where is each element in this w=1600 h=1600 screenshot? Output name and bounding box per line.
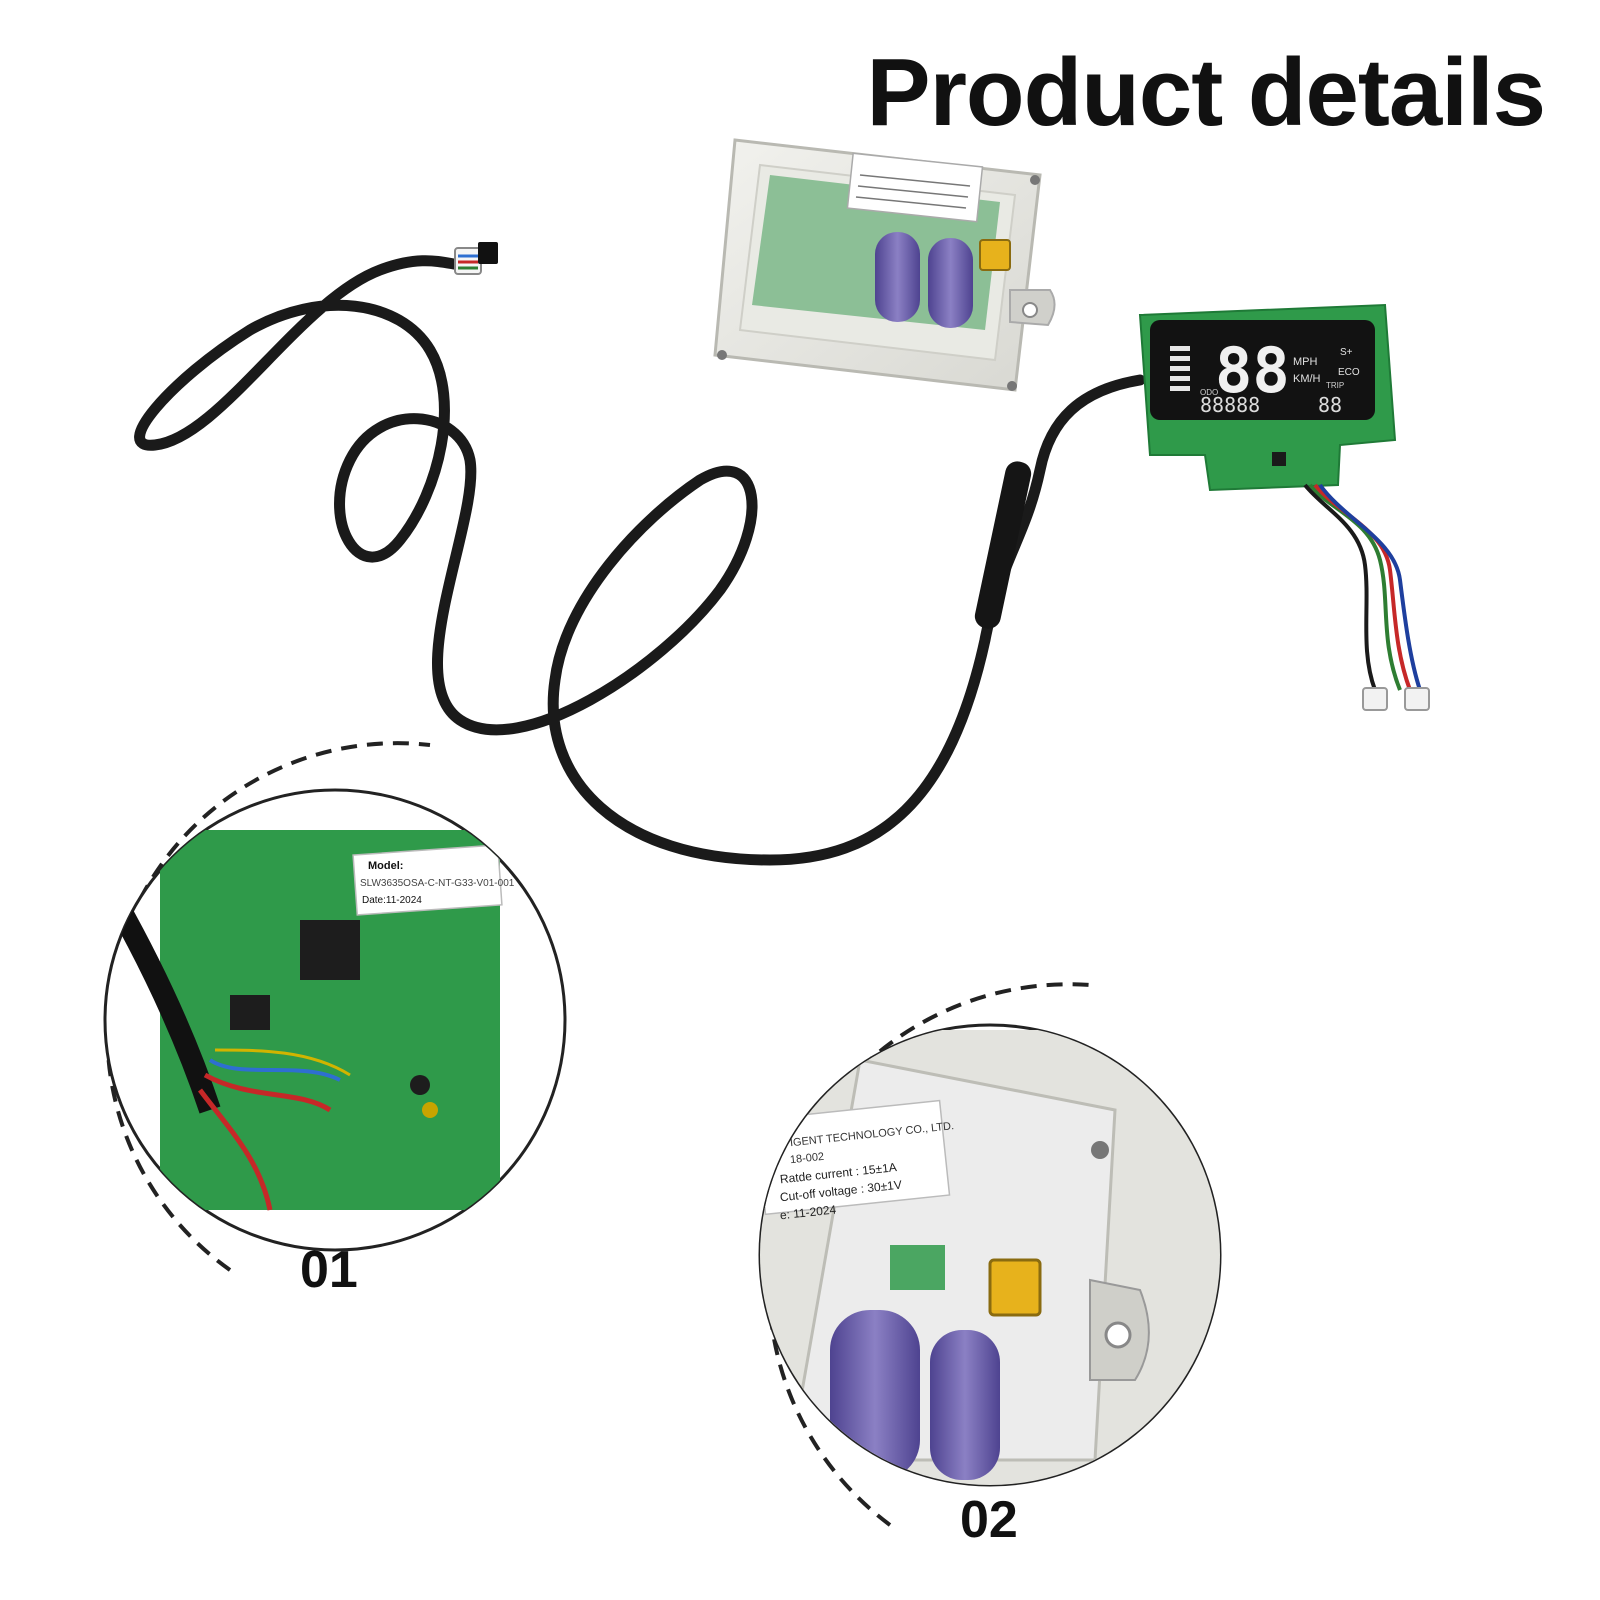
display-trip-label: TRIP [1326, 381, 1344, 390]
display-trip-value: 88 [1318, 393, 1342, 417]
display-odo-label: ODO [1200, 388, 1218, 397]
callout-02-number: 02 [960, 1491, 1018, 1549]
callout-01: Model: SLW3635OSA-C-NT-G33-V01-001 Date:… [103, 741, 567, 1272]
callout-02-line2: 18-002 [789, 1151, 824, 1167]
display-unit-kmh: KM/H [1293, 373, 1321, 385]
callout-02: IGENT TECHNOLOGY CO., LTD. 18-002 Ratde … [758, 982, 1222, 1527]
page-title: Product details [866, 39, 1546, 146]
display-module: 88 MPH KM/H ECO S+ ODO 88888 TRIP 88 [1138, 303, 1430, 711]
display-odo-value: 88888 [1200, 393, 1260, 417]
cable-joint [974, 461, 1032, 629]
display-unit-mph: MPH [1293, 356, 1318, 368]
callout-01-number: 01 [300, 1241, 358, 1299]
display-mode-s: S+ [1340, 347, 1353, 358]
controller-box [713, 138, 1056, 392]
cable [134, 255, 1146, 866]
cable-connector-left [454, 242, 498, 275]
display-speed: 88 [1215, 334, 1290, 407]
callout-02-line5: e: 11-2024 [779, 1202, 837, 1222]
display-mode-eco: ECO [1338, 367, 1360, 378]
callout-01-model: SLW3635OSA-C-NT-G33-V01-001 [360, 878, 515, 889]
callout-01-model-title: Model: [368, 860, 403, 872]
callout-01-date: Date:11-2024 [362, 895, 422, 906]
